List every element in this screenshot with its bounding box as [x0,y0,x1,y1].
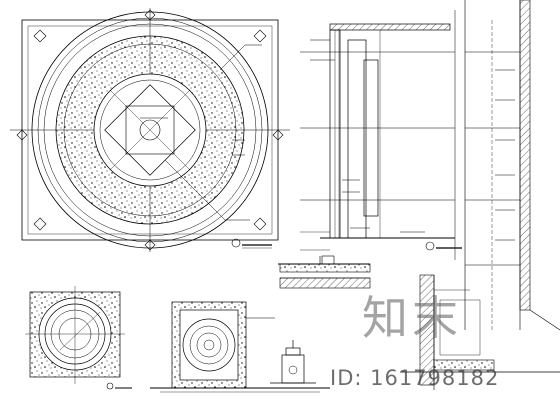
fountain-basin-section [150,301,330,393]
plan-center-square [125,105,175,155]
plan-corner-markers [16,9,284,251]
watermark-brand: 知末 [362,291,462,345]
pump-fitting-detail [270,340,316,384]
drain-section-detail [400,274,560,390]
circular-fountain-plan [10,8,290,252]
plan-ring-outer [31,11,269,249]
plan-ring-inner-2 [99,79,201,181]
plan-ring-2 [37,17,263,243]
elevation-level-marks [465,51,520,266]
section-leader-marks [310,39,425,233]
plan-center-circle [139,119,161,141]
plan-diagonal-2 [109,89,191,171]
paving-section-detail [278,249,371,289]
small-fountain-plan [25,286,132,390]
plan-title-mark [231,238,272,249]
wall-section-detail [300,10,462,260]
small-plan-title-mark [106,382,132,390]
watermark-id: ID: 161798182 [330,366,500,390]
plan-leaders [140,44,262,221]
section-title-mark [425,241,462,251]
right-wall-elevation [464,0,560,331]
plan-ring-4 [63,43,237,217]
plan-ring-3 [43,23,257,237]
